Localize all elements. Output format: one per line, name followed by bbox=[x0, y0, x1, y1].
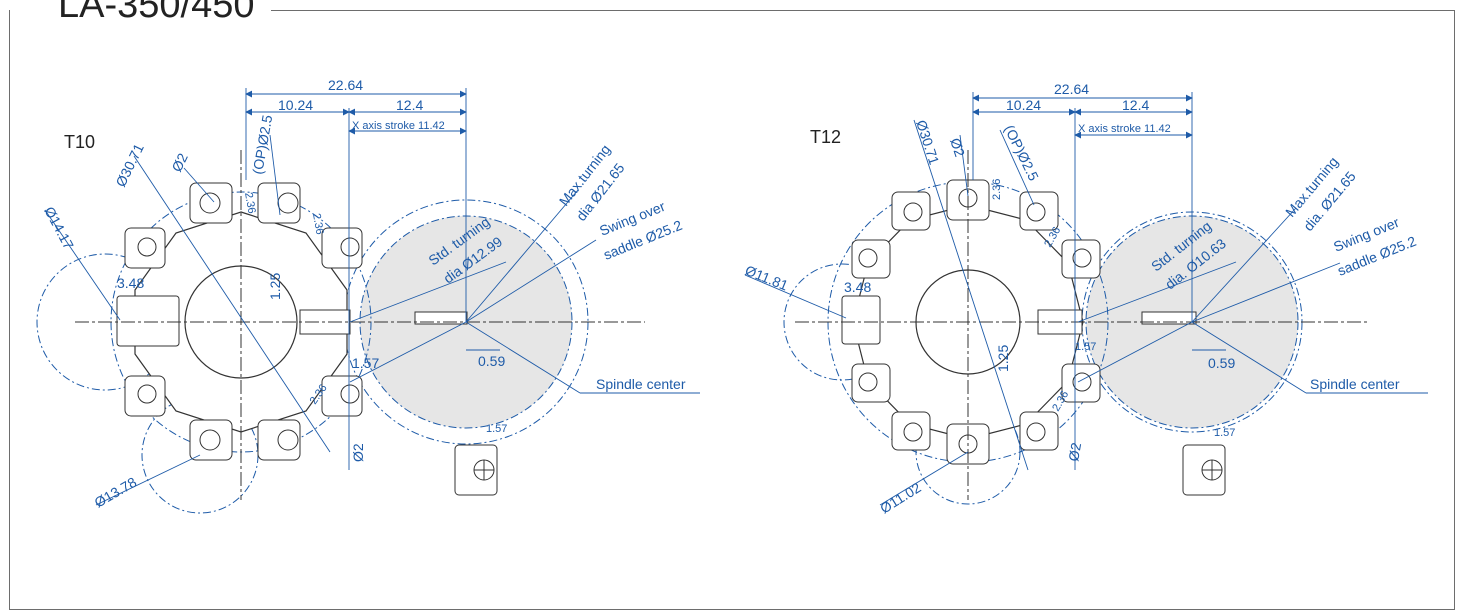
t10-w157: 1.57 bbox=[352, 355, 379, 371]
t12-w059: 0.59 bbox=[1208, 355, 1235, 371]
t12-w157: 1.57 bbox=[1075, 341, 1096, 353]
t12-bottom-dia: Ø11.02 bbox=[877, 479, 924, 516]
t10-w157b: 1.57 bbox=[486, 423, 507, 435]
t10-w348: 3.48 bbox=[117, 275, 144, 291]
t12-diagram: T12 22.64 10.24 12.4 X axis stroke 11.42… bbox=[743, 81, 1428, 517]
technical-drawing: T10 22.64 10.24 12.4 X axis stroke 11.42… bbox=[36, 77, 1428, 517]
t12-op-dia: (OP)Ø2.5 bbox=[1001, 122, 1042, 183]
t10-tool-stations bbox=[116, 182, 468, 461]
t12-tool-dia: Ø2 bbox=[947, 136, 968, 159]
t10-x-stroke-dim: X axis stroke 11.42 bbox=[352, 120, 445, 132]
t10-bottom-dia: Ø13.78 bbox=[92, 474, 140, 511]
t12-outer-dia: Ø30.71 bbox=[913, 118, 942, 167]
t10-s236b: 2.36 bbox=[310, 212, 326, 235]
title-block: LA-350/450 bbox=[10, 0, 271, 25]
t12-d2b: Ø2 bbox=[1065, 441, 1084, 462]
t10-s236a: 2.36 bbox=[242, 191, 258, 214]
t12-right-width-dim: 12.4 bbox=[1122, 97, 1149, 113]
t12-spindle-center: Spindle center bbox=[1310, 376, 1400, 392]
t10-right-width-dim: 12.4 bbox=[396, 97, 423, 113]
t10-label: T10 bbox=[64, 132, 95, 152]
t12-label: T12 bbox=[810, 127, 841, 147]
t10-tool-holder bbox=[454, 444, 498, 496]
t12-overall-dim: 22.64 bbox=[1054, 81, 1089, 97]
t12-w348: 3.48 bbox=[844, 279, 871, 295]
t12-left-dia: Ø11.81 bbox=[743, 262, 791, 294]
t12-tool-holder bbox=[1182, 444, 1226, 496]
t10-diagram: T10 22.64 10.24 12.4 X axis stroke 11.42… bbox=[36, 77, 700, 514]
t10-h125: 1.25 bbox=[267, 273, 283, 300]
t10-d2b: Ø2 bbox=[350, 443, 366, 462]
t10-spindle-center: Spindle center bbox=[596, 376, 686, 392]
t10-left-dia: Ø14.17 bbox=[41, 204, 77, 252]
t10-tool-dia: Ø2 bbox=[168, 150, 191, 174]
t12-h125: 1.25 bbox=[995, 345, 1011, 372]
t10-overall-dim: 22.64 bbox=[328, 77, 363, 93]
t12-left-width-dim: 10.24 bbox=[1006, 97, 1041, 113]
t12-x-stroke-dim: X axis stroke 11.42 bbox=[1078, 123, 1171, 135]
t10-left-width-dim: 10.24 bbox=[278, 97, 313, 113]
t12-s236a: 2.36 bbox=[991, 179, 1003, 200]
t12-w157b: 1.57 bbox=[1214, 427, 1235, 439]
page-title: LA-350/450 bbox=[58, 0, 255, 26]
t10-outer-dia: Ø30.71 bbox=[112, 141, 147, 189]
t10-w059: 0.59 bbox=[478, 353, 505, 369]
